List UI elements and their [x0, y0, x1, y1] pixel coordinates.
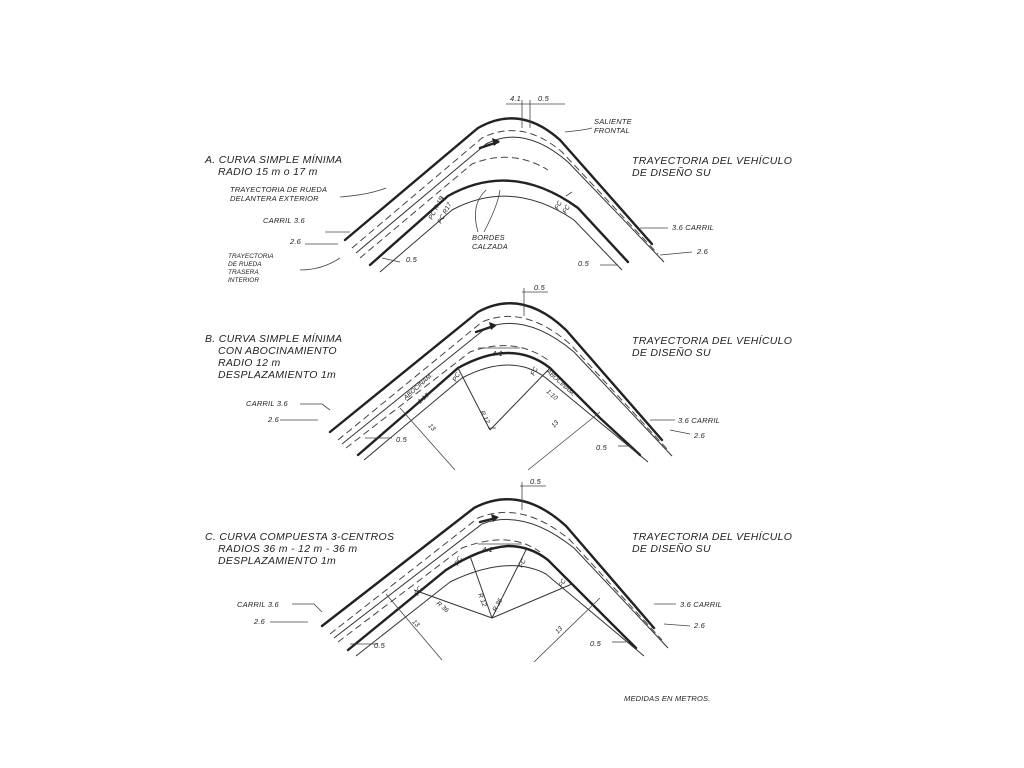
outer-parallel-b	[341, 322, 673, 457]
dim-05-right-c: 0.5	[590, 639, 602, 648]
outer-parallel-c	[333, 518, 669, 649]
dim-13-left-c: 13	[411, 619, 421, 629]
outer-parallel-a	[355, 136, 665, 263]
vehicle-path-label-c-2: DE DISEÑO SU	[632, 542, 711, 555]
radius-line-c-far	[491, 583, 573, 619]
units-note: MEDIDAS EN METROS.	[624, 694, 711, 703]
edges-label-a-1: BORDES	[472, 233, 505, 242]
title-a-line1: A. CURVA SIMPLE MÍNIMA	[204, 153, 342, 166]
inner-edge-c	[346, 544, 638, 652]
offset-right-c: 2.6	[693, 621, 706, 630]
diagram-a: 4.1 0.5 A. CURVA SIMPLE MÍNIMA RADIO 15 …	[204, 94, 792, 284]
dim-41-c: 4.1	[482, 545, 493, 554]
radius-line-c-mid	[469, 555, 493, 619]
vehicle-path-label-a-1: TRAYECTORIA DEL VEHÍCULO	[632, 154, 792, 167]
front-wheel-label-a-2: DELANTERA EXTERIOR	[230, 194, 319, 203]
dim-05-left-b: 0.5	[396, 435, 408, 444]
title-b-line4: DESPLAZAMIENTO 1m	[218, 369, 336, 381]
overhang-label-a-1: SALIENTE	[594, 117, 633, 126]
outer-edge-b	[328, 302, 664, 442]
overhang-label-a-2: FRONTAL	[594, 126, 630, 135]
lane-left-b: CARRIL 3.6	[246, 399, 289, 408]
rear-wheel-label-a-4: INTERIOR	[228, 277, 259, 284]
pc-2-c: PC	[454, 555, 465, 567]
offset-right-b: 2.6	[693, 431, 706, 440]
lane-left-a: CARRIL 3.6	[263, 216, 306, 225]
vehicle-path-outer-a	[351, 130, 659, 255]
inner-parallel-c	[355, 565, 645, 657]
dim-13-right-b: 13	[550, 419, 560, 429]
radius-b: R 12	[478, 410, 491, 426]
fc-1-c: FC	[518, 558, 528, 569]
lane-left-c: CARRIL 3.6	[237, 600, 280, 609]
dim-05-right-a: 0.5	[578, 259, 590, 268]
vehicle-path-label-b-1: TRAYECTORIA DEL VEHÍCULO	[632, 334, 792, 347]
lane-right-b: 3.6 CARRIL	[678, 416, 720, 425]
offset-left-c: 2.6	[253, 617, 266, 626]
vehicle-path-outer-c	[329, 511, 663, 641]
pc-1-c: PC	[414, 585, 425, 597]
title-a-line2: RADIO 15 m o 17 m	[218, 166, 318, 178]
title-b-line3: RADIO 12 m	[218, 357, 281, 369]
title-b-line1: B. CURVA SIMPLE MÍNIMA	[205, 332, 342, 345]
outer-edge-a	[343, 117, 654, 246]
inner-parallel-a	[379, 195, 623, 273]
offset-right-a: 2.6	[696, 247, 709, 256]
dim-top-41-a: 4.1	[510, 94, 521, 103]
inner-parallel-b	[363, 364, 649, 463]
vehicle-path-outer-b	[337, 315, 669, 451]
front-wheel-label-a-1: TRAYECTORIA DE RUEDA	[230, 185, 327, 194]
title-c-line2: RADIOS 36 m - 12 m - 36 m	[218, 543, 357, 555]
dim-13-right-c: 13	[554, 625, 564, 635]
vehicle-path-label-b-2: DE DISEÑO SU	[632, 346, 711, 359]
vehicle-path-label-c-1: TRAYECTORIA DEL VEHÍCULO	[632, 530, 792, 543]
lane-right-a: 3.6 CARRIL	[672, 223, 714, 232]
fc-1-a: FC	[554, 200, 564, 211]
dim-top-05-a: 0.5	[538, 94, 550, 103]
diagram-b: B. CURVA SIMPLE MÍNIMA CON ABOCINAMIENTO…	[205, 283, 792, 471]
rear-wheel-label-a-1: TRAYECTORIA	[228, 253, 274, 260]
fc-2-c: FC	[558, 578, 568, 589]
dim-top-05-c: 0.5	[530, 477, 542, 486]
rear-wheel-label-a-3: TRASERA	[228, 269, 259, 276]
r36-right-c: R 36	[492, 597, 505, 613]
vehicle-path-inner-b	[345, 345, 549, 449]
dim-41-b: 4.1	[492, 349, 503, 358]
dim-05-left-c: 0.5	[374, 641, 386, 650]
dim-05-left-a: 0.5	[406, 255, 418, 264]
diagram-c: C. CURVA COMPUESTA 3-CENTROS RADIOS 36 m…	[205, 477, 792, 663]
vehicle-path-inner-a	[359, 156, 549, 259]
radius-line-c-left	[413, 589, 493, 619]
taper-right-ratio-b: 1:10	[545, 388, 559, 402]
radius-line-b-right	[489, 367, 551, 431]
outer-edge-c	[320, 498, 656, 630]
fc-b: FC	[530, 366, 540, 377]
dim-13-left-b: 13	[427, 423, 437, 433]
r12-c: R 12	[476, 592, 487, 608]
title-c-line1: C. CURVA COMPUESTA 3-CENTROS	[205, 531, 394, 543]
dim-top-05-b: 0.5	[534, 283, 546, 292]
vehicle-path-label-a-2: DE DISEÑO SU	[632, 166, 711, 179]
offset-left-b: 2.6	[267, 415, 280, 424]
rear-wheel-label-a-2: DE RUEDA	[228, 261, 262, 268]
radius-line-b-left	[457, 367, 491, 431]
offset-left-a: 2.6	[289, 237, 302, 246]
fc-2-a: FC	[562, 204, 572, 215]
pc-b: PC	[452, 371, 463, 383]
lane-right-c: 3.6 CARRIL	[680, 600, 722, 609]
inner-edge-a	[368, 179, 630, 267]
vehicle-path-inner-c	[337, 539, 541, 643]
title-b-line2: CON ABOCINAMIENTO	[218, 345, 337, 357]
dim-05-right-b: 0.5	[596, 443, 608, 452]
edges-label-a-2: CALZADA	[472, 242, 508, 251]
title-c-line3: DESPLAZAMIENTO 1m	[218, 555, 336, 567]
radius-line-c-right	[491, 549, 527, 619]
